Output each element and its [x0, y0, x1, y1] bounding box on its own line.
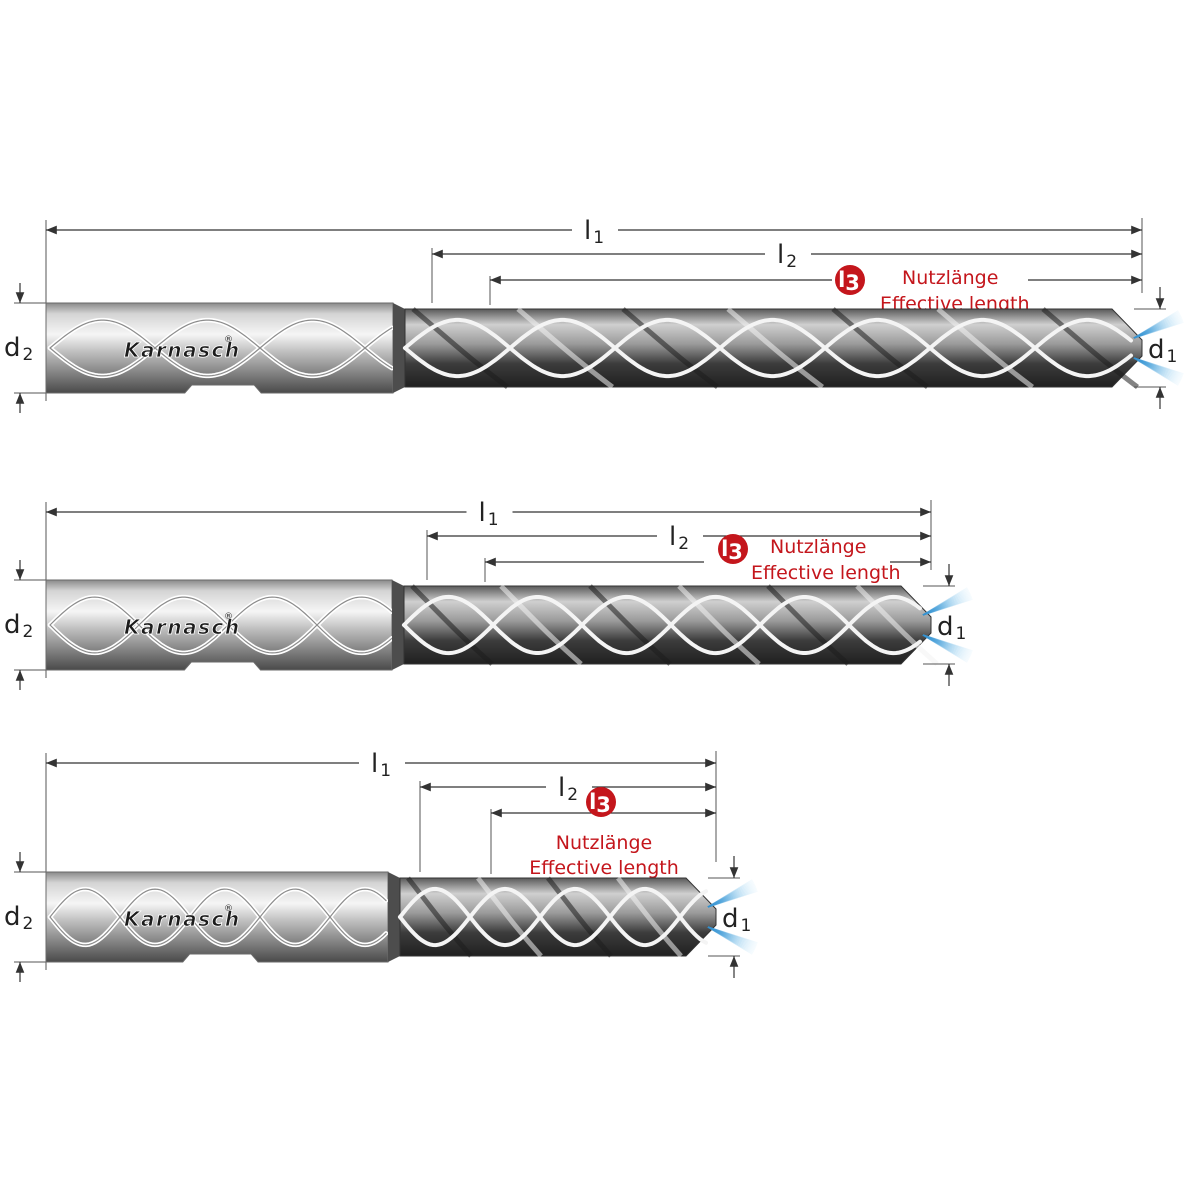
coolant-channel-edge-a — [49, 596, 393, 654]
badge-label: l3 — [721, 537, 743, 564]
flute-spiral-2 — [588, 584, 672, 666]
coolant-channel-edge-b — [49, 888, 387, 946]
effective-length-de: Nutzlänge — [902, 267, 998, 289]
flute-spiral-4 — [766, 584, 850, 666]
flute-spiral-0 — [406, 876, 473, 958]
brand-registered-mark: ® — [224, 335, 233, 345]
effective-length-badge: l3 — [835, 265, 865, 295]
drill-neck — [388, 872, 400, 962]
flute-spiral-1 — [476, 876, 543, 958]
flute-spiral-2 — [546, 876, 613, 958]
flute-spiral-0 — [410, 584, 494, 666]
coolant-channel-flute-b — [403, 317, 1133, 379]
coolant-spray — [707, 879, 758, 955]
flute-spiral-3 — [616, 876, 683, 958]
coolant-spray — [1133, 310, 1184, 386]
effective-length-badge: l3 — [586, 787, 616, 817]
brand-registered-mark: ® — [224, 904, 233, 914]
brand-registered-mark: ® — [224, 612, 233, 622]
flute-spiral-4 — [831, 307, 929, 390]
effective-length-en: Effective length — [751, 562, 901, 584]
drill-flute-body — [403, 585, 932, 665]
spray-upper — [1133, 321, 1184, 339]
coolant-spray — [922, 587, 973, 663]
spray-lower — [922, 634, 973, 652]
flute-spiral-5 — [936, 307, 1034, 390]
flute-spiral-3 — [677, 584, 761, 666]
flute-spiral-1 — [516, 307, 614, 390]
drill-flute-body — [399, 877, 717, 957]
flute-spiral-0 — [411, 307, 509, 390]
brand-logo: Karnasch — [124, 338, 241, 362]
effective-length-en: Effective length — [529, 857, 679, 879]
effective-length-de: Nutzlänge — [770, 536, 866, 558]
effective-length-badge: l3 — [718, 534, 748, 564]
coolant-channel-flute-a — [398, 886, 708, 948]
badge-circle — [835, 265, 865, 295]
flute-spiral-5 — [855, 584, 939, 666]
coolant-channel-edge-b — [49, 319, 393, 377]
drill-neck — [393, 303, 405, 393]
flute-spiral-6 — [1041, 307, 1139, 390]
brand-logo: Karnasch — [124, 615, 241, 639]
flute-spiral-3 — [726, 307, 824, 390]
spray-lower — [1133, 357, 1184, 375]
badge-label: l3 — [589, 790, 611, 817]
flute-spiral-1 — [499, 584, 583, 666]
coolant-channel-edge-a — [49, 319, 393, 377]
spray-upper — [922, 598, 973, 616]
badge-circle — [586, 787, 616, 817]
brand-logo: Karnasch — [124, 907, 241, 931]
drill-neck — [392, 580, 404, 670]
badge-circle — [718, 534, 748, 564]
coolant-channel-edge-b — [49, 596, 393, 654]
spray-lower — [707, 926, 758, 944]
coolant-channel-flute-b — [402, 594, 922, 656]
flute-spiral-2 — [621, 307, 719, 390]
spray-upper — [707, 890, 758, 908]
coolant-channel-flute-b — [398, 886, 708, 948]
coolant-channel-flute-a — [403, 317, 1133, 379]
badge-label: l3 — [838, 268, 860, 295]
coolant-channel-flute-a — [402, 594, 922, 656]
effective-length-de: Nutzlänge — [556, 832, 652, 854]
